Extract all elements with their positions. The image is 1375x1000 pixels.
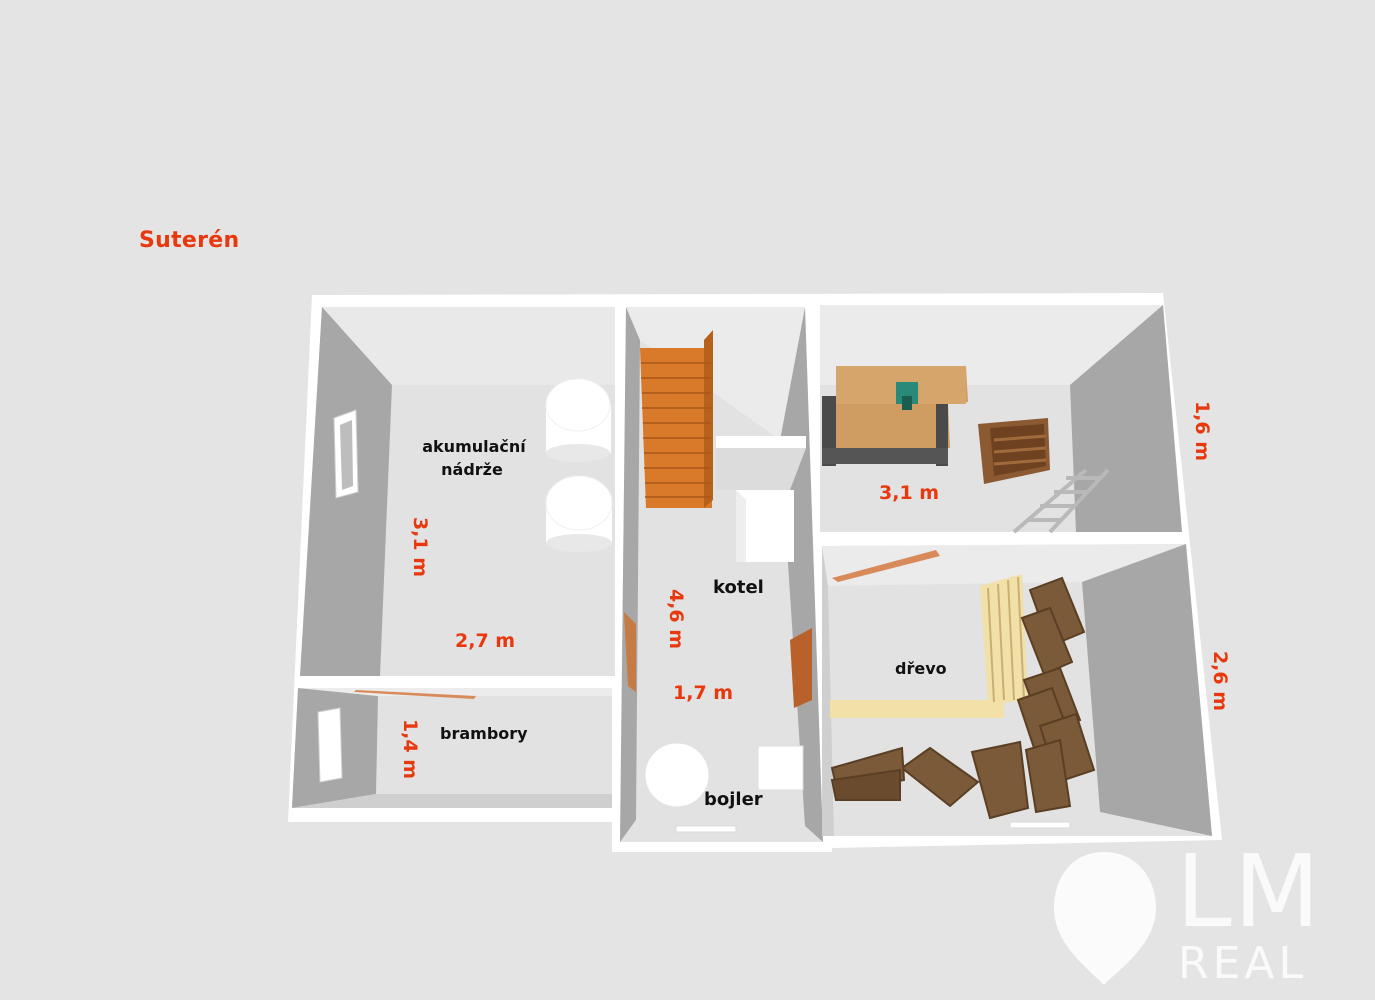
water-heater: [644, 742, 710, 808]
room-label-wood: dřevo: [895, 659, 947, 678]
door: [624, 612, 636, 692]
logo-text-lm: LM: [1176, 833, 1322, 950]
accumulation-tank: [545, 475, 613, 552]
room-label-potatoes: brambory: [440, 724, 528, 743]
window: [317, 707, 343, 783]
room-label-line: nádrže: [441, 460, 503, 480]
cabinet: [757, 745, 804, 791]
accumulation-tank: [545, 378, 611, 462]
ladder: [1012, 468, 1110, 534]
dimension-boiler-horizontal: 1,7 m: [673, 682, 734, 704]
dimension-accumulation-horizontal: 2,7 m: [455, 630, 516, 652]
page-title: Suterén: [139, 228, 240, 253]
crate: [978, 418, 1050, 484]
door: [354, 690, 476, 699]
room-accumulation-back-wall: [322, 307, 615, 385]
room-potatoes-back-wall: [298, 688, 612, 696]
dimension-wood-vertical: 2,6 m: [1209, 650, 1232, 712]
workbench: [822, 366, 968, 466]
firewood: [830, 576, 1096, 820]
door: [790, 628, 812, 708]
stairs: [640, 330, 713, 508]
pallet: [830, 574, 1028, 718]
room-label-boiler: kotel: [713, 577, 764, 598]
dimension-workshop-vertical: 1,6 m: [1191, 400, 1214, 462]
room-boiler-left-wall: [620, 307, 640, 842]
partition-wall: [716, 436, 806, 448]
room-label-line: akumulační: [422, 437, 526, 456]
room-label-accumulation: akumulační nádrže: [409, 435, 539, 481]
room-wood-back-wall: [822, 544, 1186, 586]
room-boiler-back-wall: [626, 307, 805, 440]
dimension-workshop-horizontal: 3,1 m: [879, 482, 940, 504]
room-workshop-back-wall: [820, 305, 1163, 385]
dimension-potatoes-vertical: 1,4 m: [399, 718, 422, 780]
door: [832, 550, 940, 582]
room-potatoes-front-wall: [292, 794, 612, 808]
dimension-boiler-vertical: 4,6 m: [665, 588, 688, 650]
room-label-water-heater: bojler: [704, 789, 763, 810]
lm-real-logo-balloon: [1054, 852, 1156, 985]
room-wood-left-wall: [822, 546, 834, 836]
room-wood-right-wall: [1082, 544, 1212, 836]
room-workshop-right-wall: [1070, 305, 1182, 532]
logo-text-real: REAL: [1178, 938, 1307, 989]
dimension-accumulation-vertical: 3,1 m: [409, 516, 432, 578]
